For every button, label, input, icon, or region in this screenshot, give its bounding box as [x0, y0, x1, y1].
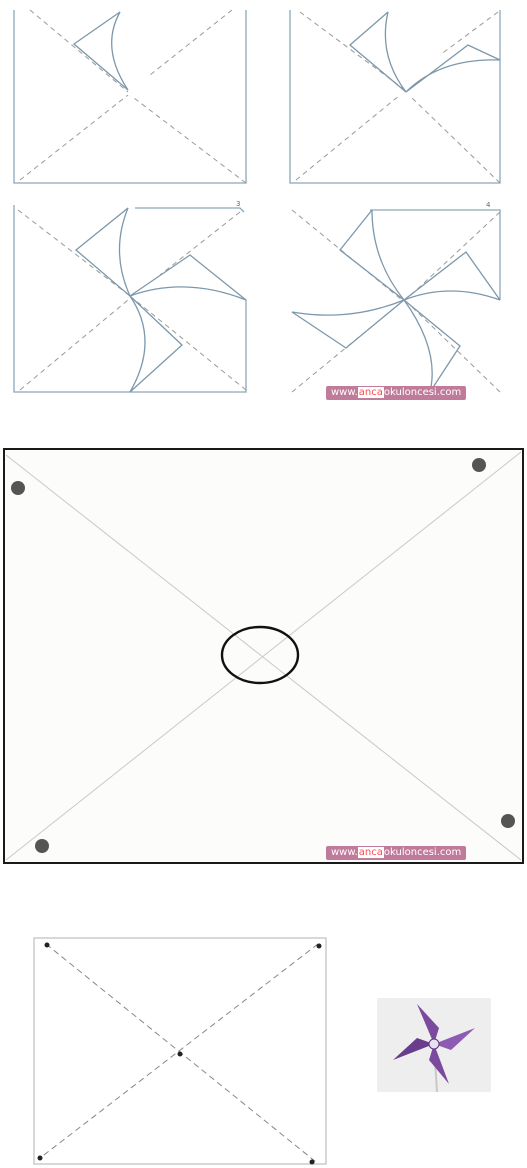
pinwheel-template-panel: www.ancaokuloncesi.com: [0, 410, 527, 880]
small-corner-dot-tr: [317, 944, 322, 949]
pinwheel-photo: [377, 998, 491, 1092]
purple-pinwheel-icon: [377, 998, 491, 1092]
folding-steps-panel: .sq { stroke: #8aa8b8; stroke-width: 1.3…: [0, 0, 527, 410]
step-1-diagram: [14, 10, 246, 183]
step-3-number: 3: [236, 200, 240, 208]
watermark-prefix: www.: [331, 387, 358, 398]
step-4-diagram: 4: [292, 201, 500, 392]
corner-dot-top-right: [472, 458, 486, 472]
step-4-number: 4: [486, 201, 491, 209]
small-corner-dot-bl: [38, 1156, 43, 1161]
small-corner-dot-tl: [45, 943, 50, 948]
pinwheel-template: [0, 410, 527, 880]
step-2-diagram: [290, 10, 500, 183]
folding-steps-diagram: .sq { stroke: #8aa8b8; stroke-width: 1.3…: [0, 0, 527, 410]
watermark-suffix: okuloncesi.com: [384, 847, 461, 858]
watermark-highlight: anca: [358, 847, 384, 858]
watermark-prefix: www.: [331, 847, 358, 858]
corner-dot-bottom-left: [35, 839, 49, 853]
watermark-suffix: okuloncesi.com: [384, 387, 461, 398]
corner-dot-bottom-right: [501, 814, 515, 828]
watermark-steps: www.ancaokuloncesi.com: [326, 386, 466, 400]
watermark-template: www.ancaokuloncesi.com: [326, 846, 466, 860]
small-center-dot: [178, 1052, 183, 1057]
small-corner-dot-br: [310, 1160, 315, 1165]
watermark-highlight: anca: [358, 387, 384, 398]
corner-dot-top-left: [11, 481, 25, 495]
step-3-diagram: 3: [14, 200, 246, 392]
